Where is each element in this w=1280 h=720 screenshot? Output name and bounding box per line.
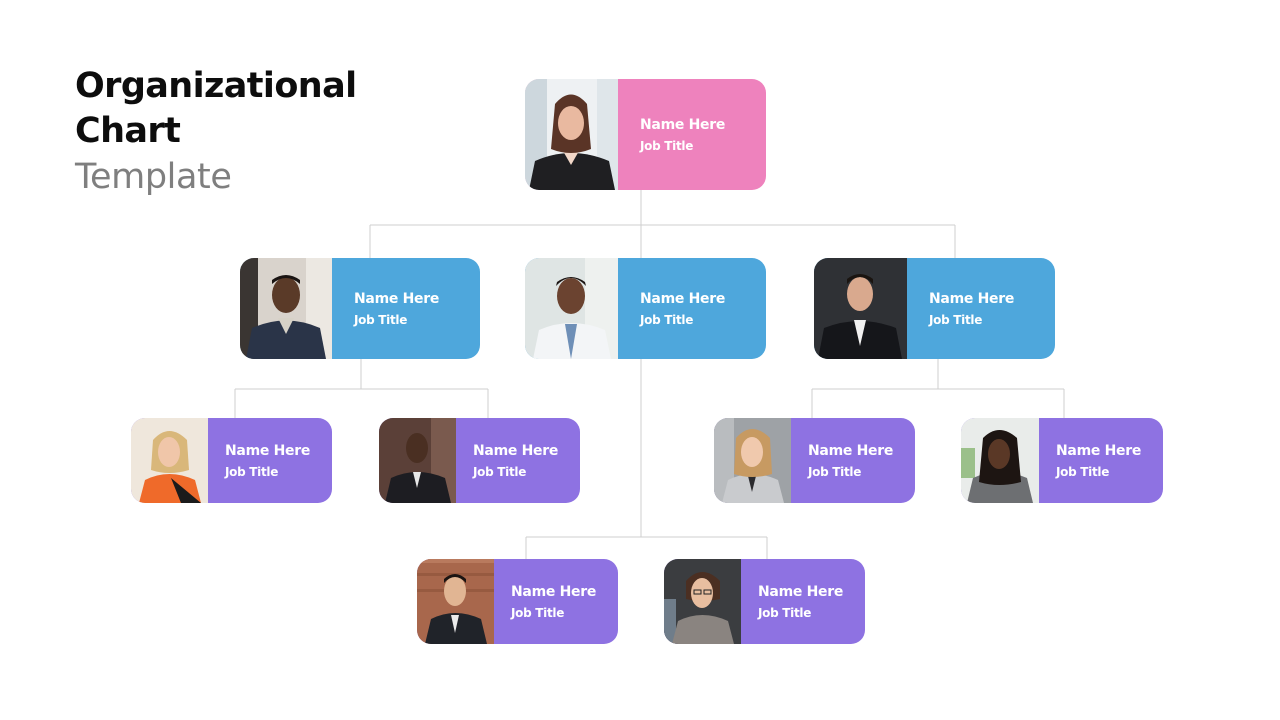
org-card-level3-3[interactable]: Name Here Job Title <box>714 418 915 503</box>
org-card-level3-1[interactable]: Name Here Job Title <box>131 418 332 503</box>
title-line-1: Organizational <box>75 66 357 106</box>
card-info: Name Here Job Title <box>741 559 865 644</box>
person-photo <box>714 418 791 503</box>
person-name: Name Here <box>354 290 440 307</box>
person-name: Name Here <box>1056 442 1142 459</box>
org-card-level2-right[interactable]: Name Here Job Title <box>814 258 1055 359</box>
org-card-top[interactable]: Name Here Job Title <box>525 79 766 190</box>
job-title: Job Title <box>758 605 812 620</box>
card-info: Name Here Job Title <box>618 258 766 359</box>
org-card-level4-2[interactable]: Name Here Job Title <box>664 559 865 644</box>
job-title: Job Title <box>511 605 565 620</box>
person-name: Name Here <box>808 442 894 459</box>
person-name: Name Here <box>640 116 726 133</box>
person-photo <box>240 258 332 359</box>
card-info: Name Here Job Title <box>1039 418 1163 503</box>
person-photo <box>525 258 618 359</box>
person-photo <box>525 79 618 190</box>
person-photo <box>131 418 208 503</box>
title-block: Organizational Chart Template <box>75 64 357 201</box>
person-photo <box>417 559 494 644</box>
org-card-level2-center[interactable]: Name Here Job Title <box>525 258 766 359</box>
card-info: Name Here Job Title <box>791 418 915 503</box>
card-info: Name Here Job Title <box>618 79 766 190</box>
org-card-level3-4[interactable]: Name Here Job Title <box>961 418 1163 503</box>
org-card-level4-1[interactable]: Name Here Job Title <box>417 559 618 644</box>
job-title: Job Title <box>354 312 408 327</box>
person-name: Name Here <box>473 442 559 459</box>
person-name: Name Here <box>929 290 1015 307</box>
org-card-level3-2[interactable]: Name Here Job Title <box>379 418 580 503</box>
person-photo <box>961 418 1039 503</box>
job-title: Job Title <box>225 464 279 479</box>
title-subtitle: Template <box>75 157 232 197</box>
job-title: Job Title <box>473 464 527 479</box>
job-title: Job Title <box>640 312 694 327</box>
card-info: Name Here Job Title <box>494 559 618 644</box>
job-title: Job Title <box>929 312 983 327</box>
person-photo <box>664 559 741 644</box>
person-name: Name Here <box>511 583 597 600</box>
person-name: Name Here <box>758 583 844 600</box>
card-info: Name Here Job Title <box>907 258 1055 359</box>
job-title: Job Title <box>1056 464 1110 479</box>
job-title: Job Title <box>808 464 862 479</box>
person-name: Name Here <box>225 442 311 459</box>
card-info: Name Here Job Title <box>208 418 332 503</box>
card-info: Name Here Job Title <box>332 258 480 359</box>
title-line-2: Chart <box>75 111 181 151</box>
job-title: Job Title <box>640 138 694 153</box>
person-photo <box>379 418 456 503</box>
org-card-level2-left[interactable]: Name Here Job Title <box>240 258 480 359</box>
person-photo <box>814 258 907 359</box>
card-info: Name Here Job Title <box>456 418 580 503</box>
person-name: Name Here <box>640 290 726 307</box>
